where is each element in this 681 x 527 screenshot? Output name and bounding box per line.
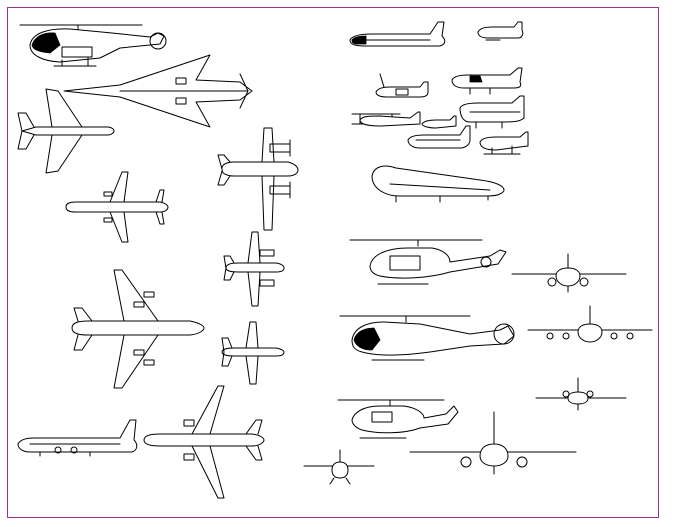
turboprop-plan-icon[interactable] (223, 231, 285, 307)
jumbo-side-top-icon[interactable] (349, 21, 446, 47)
airliner-front-icon[interactable] (511, 253, 627, 293)
jumbo-side-large-icon[interactable] (371, 165, 505, 203)
helicopter-side-medium-icon[interactable] (349, 239, 507, 285)
airliner-small-plan-icon[interactable] (65, 171, 169, 243)
supersonic-jet-plan-icon[interactable] (63, 54, 253, 128)
prop-plan-small-icon[interactable] (221, 321, 285, 385)
widebody-side-icon[interactable] (17, 419, 138, 457)
trijet-front-icon[interactable] (409, 411, 577, 475)
helicopter-side-large-icon[interactable] (19, 24, 167, 67)
seaplane-side-icon[interactable] (479, 131, 529, 155)
utility-plane-side-icon[interactable] (459, 95, 525, 129)
business-jet-plan-icon[interactable] (17, 88, 115, 174)
airliner-large-plan-icon[interactable] (143, 385, 265, 499)
fighter-side-icon[interactable] (375, 73, 429, 98)
jumbo-front-icon[interactable] (527, 305, 653, 343)
helicopter-side-small-icon[interactable] (337, 399, 459, 439)
helicopter-side-shaded-icon[interactable] (339, 315, 515, 361)
light-plane-front-icon[interactable] (303, 449, 375, 485)
widebody-plan-icon[interactable] (71, 269, 205, 389)
aerobatic-plane-side-icon[interactable] (451, 67, 523, 95)
sheet-border (7, 7, 659, 518)
biplane-side-icon[interactable] (351, 111, 421, 127)
regional-jet-side-icon[interactable] (407, 125, 471, 149)
light-plane-side-icon[interactable] (477, 21, 524, 41)
bizjet-front-icon[interactable] (535, 377, 627, 411)
twin-prop-plan-icon[interactable] (217, 127, 299, 231)
jet-fighter-small-icon[interactable] (421, 115, 457, 129)
